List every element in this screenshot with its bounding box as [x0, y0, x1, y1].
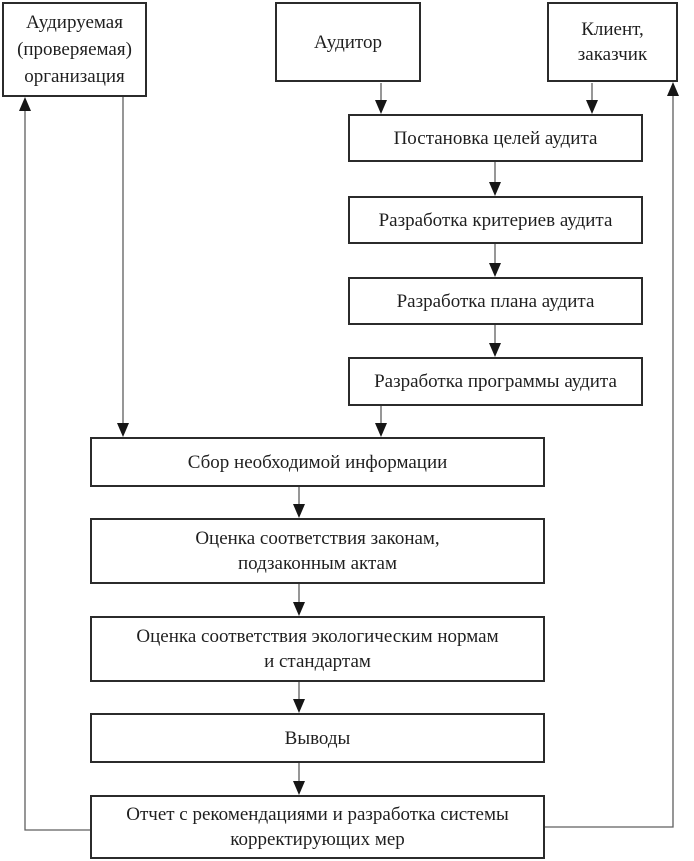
node-conclusions: Выводы	[90, 713, 545, 763]
node-collect-information-label: Сбор необходимой информации	[187, 451, 448, 473]
node-audit-program-label: Разработка программы аудита	[374, 371, 617, 392]
arrow-report-to-audited-org	[19, 97, 90, 831]
node-client-label: Клиент, заказчик	[577, 19, 648, 65]
node-audit-goals: Постановка целей аудита	[348, 114, 643, 162]
node-laws-compliance: Оценка соответствия законам, подзаконным…	[90, 518, 545, 584]
arrow-collect-to-laws	[293, 487, 305, 518]
node-audit-plan-label: Разработка плана аудита	[396, 290, 595, 312]
node-conclusions-label: Выводы	[284, 727, 351, 749]
node-audit-program: Разработка программы аудита	[348, 357, 643, 406]
node-audit-criteria: Разработка критериев аудита	[348, 196, 643, 244]
node-auditor-label: Аудитор	[314, 31, 382, 53]
arrow-client-to-goals	[586, 83, 598, 114]
node-eco-compliance-label: Оценка соответствия экологическим нормам…	[136, 626, 499, 672]
node-collect-information: Сбор необходимой информации	[90, 437, 545, 487]
arrow-laws-to-eco	[293, 584, 305, 616]
node-report: Отчет с рекомендациями и разработка сист…	[90, 795, 545, 859]
node-audited-org: Аудируемая (проверяемая) организация	[2, 2, 147, 97]
arrow-plan-to-program	[489, 325, 501, 357]
arrow-audited-org-to-collect	[117, 97, 129, 437]
arrow-criteria-to-plan	[489, 244, 501, 277]
node-laws-compliance-label: Оценка соответствия законам, подзаконным…	[195, 528, 440, 574]
arrow-auditor-to-goals	[375, 83, 387, 114]
arrow-conclusions-to-report	[293, 763, 305, 795]
node-audit-criteria-label: Разработка критериев аудита	[378, 209, 613, 231]
node-audited-org-label: Аудируемая (проверяемая) организация	[17, 12, 132, 87]
node-audit-plan: Разработка плана аудита	[348, 277, 643, 325]
node-report-label: Отчет с рекомендациями и разработка сист…	[126, 804, 509, 850]
node-auditor: Аудитор	[275, 2, 421, 82]
arrow-goals-to-criteria	[489, 162, 501, 196]
arrow-program-to-collect	[375, 406, 387, 437]
node-audit-goals-label: Постановка целей аудита	[393, 127, 598, 149]
node-eco-compliance: Оценка соответствия экологическим нормам…	[90, 616, 545, 682]
arrow-eco-to-conclusions	[293, 682, 305, 713]
node-client: Клиент, заказчик	[547, 2, 678, 82]
arrow-report-to-client	[545, 82, 679, 828]
